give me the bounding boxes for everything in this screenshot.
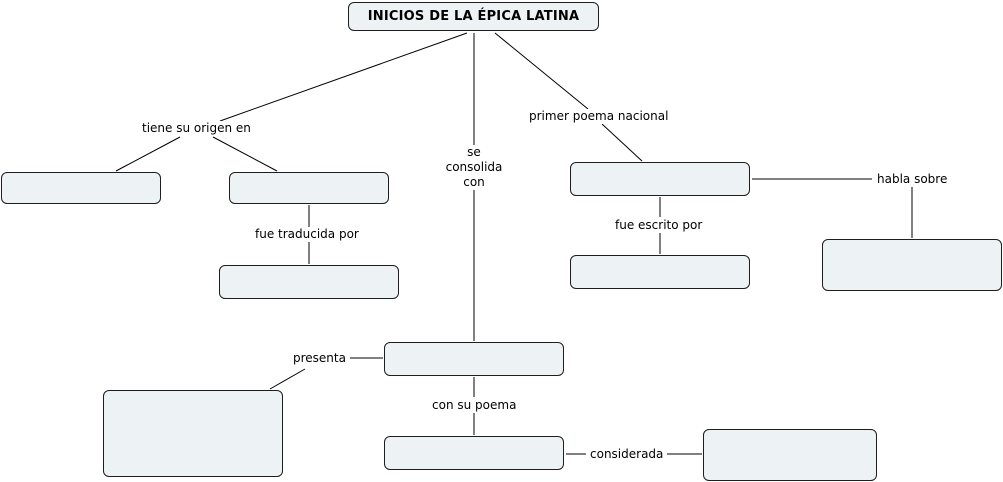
- title-concept[interactable]: INICIOS DE LA ÉPICA LATINA: [348, 2, 599, 31]
- link-label-primer-poema-nacional: primer poema nacional: [526, 109, 672, 124]
- concept-national-poem-author[interactable]: [570, 255, 750, 289]
- link-label-tiene-su-origen-en: tiene su origen en: [139, 121, 254, 136]
- concept-translator[interactable]: [219, 265, 399, 299]
- link-label-presenta: presenta: [290, 351, 349, 366]
- connector-line: [115, 136, 181, 172]
- link-label-con-su-poema: con su poema: [429, 398, 520, 413]
- link-label-fue-escrito-por: fue escrito por: [612, 218, 706, 233]
- concept-origin-left[interactable]: [1, 172, 161, 204]
- connector-line: [269, 368, 306, 390]
- title-text: INICIOS DE LA ÉPICA LATINA: [367, 9, 580, 24]
- connector-line: [212, 136, 278, 172]
- concept-national-poem[interactable]: [570, 162, 750, 196]
- concept-consolidator[interactable]: [384, 342, 564, 376]
- connector-line: [494, 32, 589, 110]
- connector-line: [219, 32, 468, 122]
- link-label-habla-sobre: habla sobre: [874, 172, 951, 187]
- link-label-considerada: considerada: [587, 447, 667, 462]
- concept-national-poem-topic[interactable]: [822, 239, 1002, 291]
- concept-poem-considered[interactable]: [703, 429, 877, 481]
- concept-origin-right[interactable]: [229, 172, 389, 204]
- link-label-se-consolida-con: se consolida con: [440, 145, 508, 190]
- connector-line: [601, 123, 643, 162]
- concept-consolidator-poem[interactable]: [384, 436, 564, 470]
- concept-consolidator-feature[interactable]: [103, 390, 283, 477]
- link-label-fue-traducida-por: fue traducida por: [252, 227, 362, 242]
